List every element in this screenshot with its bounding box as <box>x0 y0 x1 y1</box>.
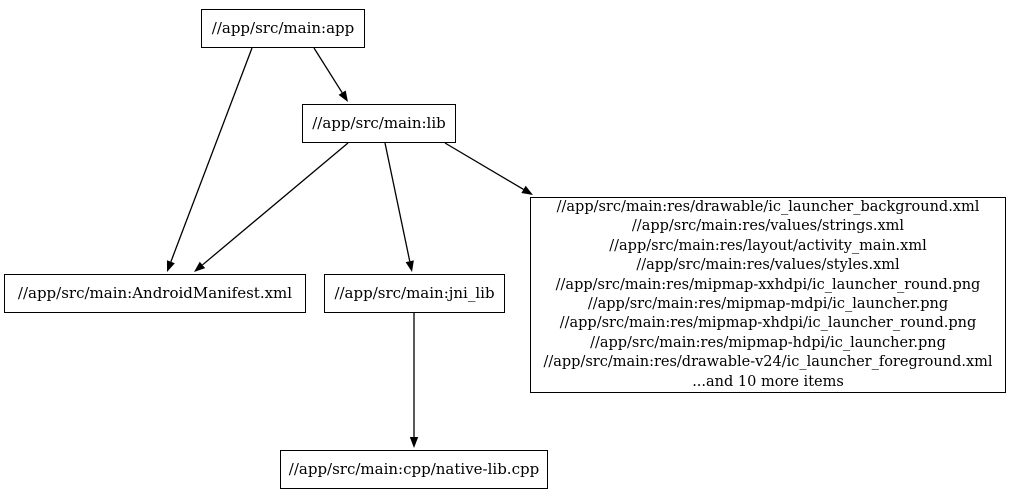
edge-app-to-manifest <box>166 47 253 272</box>
node-jni-lib-label: //app/src/main:jni_lib <box>334 284 495 302</box>
edge-lib-to-resources-arrowhead-icon <box>521 185 533 195</box>
edge-app-to-manifest-arrowhead-icon <box>166 260 175 272</box>
edge-app-to-lib-arrowhead-icon <box>338 90 348 102</box>
edge-lib-to-manifest-arrowhead-icon <box>194 261 206 272</box>
edge-lib-to-manifest <box>194 142 349 272</box>
node-android-manifest[interactable]: //app/src/main:AndroidManifest.xml <box>4 274 306 313</box>
edge-lib-to-jni-lib-line <box>384 142 411 262</box>
node-app-label: //app/src/main:app <box>211 19 355 37</box>
node-native-lib-cpp[interactable]: //app/src/main:cpp/native-lib.cpp <box>280 450 548 489</box>
edge-lib-to-resources-line <box>444 142 524 190</box>
node-app[interactable]: //app/src/main:app <box>201 9 365 48</box>
edge-lib-to-jni-lib-arrowhead-icon <box>405 260 414 272</box>
node-native-lib-cpp-label: //app/src/main:cpp/native-lib.cpp <box>288 460 540 478</box>
edge-lib-to-resources <box>444 142 533 195</box>
edge-lib-to-jni-lib <box>384 142 414 272</box>
node-resources-group[interactable]: //app/src/main:res/drawable/ic_launcher_… <box>530 197 1006 393</box>
node-jni-lib[interactable]: //app/src/main:jni_lib <box>324 274 505 313</box>
edge-app-to-lib-line <box>313 47 343 94</box>
node-lib-label: //app/src/main:lib <box>312 114 446 132</box>
node-resources-group-label: //app/src/main:res/drawable/ic_launcher_… <box>543 198 993 390</box>
edge-jni-lib-to-native-lib <box>409 313 419 448</box>
edge-app-to-lib <box>313 47 348 102</box>
edge-lib-to-manifest-line <box>202 142 349 266</box>
edge-app-to-manifest-line <box>170 47 253 262</box>
node-android-manifest-label: //app/src/main:AndroidManifest.xml <box>17 284 293 302</box>
edge-jni-lib-to-native-lib-arrowhead-icon <box>409 437 419 448</box>
node-lib[interactable]: //app/src/main:lib <box>302 104 456 143</box>
